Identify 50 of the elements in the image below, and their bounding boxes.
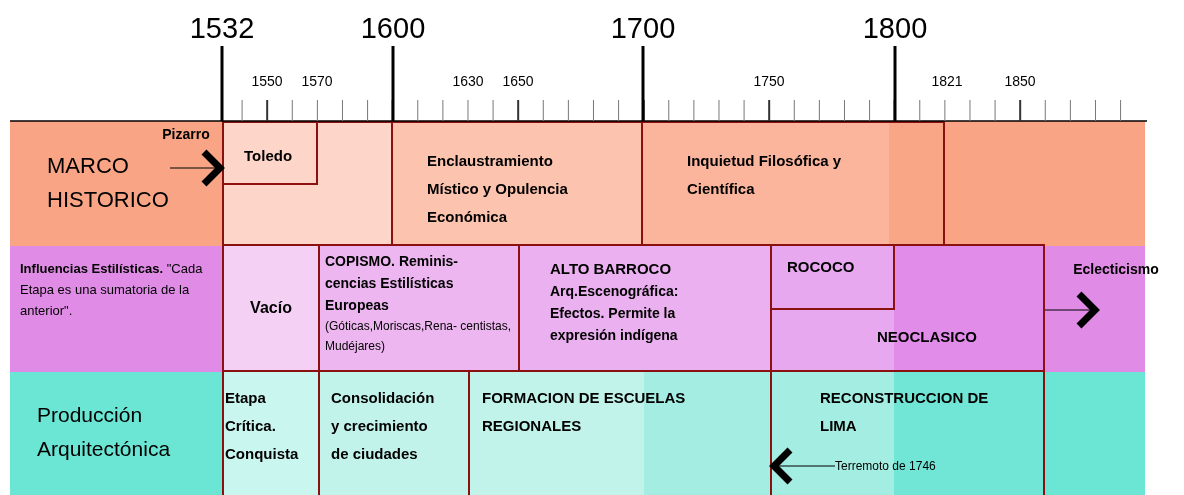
text: FORMACION DE ESCUELAS REGIONALES <box>482 388 687 436</box>
year-label: 1630 <box>452 74 484 88</box>
row-header <box>10 121 222 246</box>
row-header <box>10 246 222 372</box>
period-box <box>641 121 945 246</box>
text: Vacío <box>250 298 292 318</box>
arrow <box>770 446 836 486</box>
text: ROCOCO <box>787 257 856 277</box>
period-box <box>468 370 772 495</box>
text: Enclaustramiento Místico y Opulencia Económica <box>427 151 569 227</box>
row-header <box>10 372 222 495</box>
year-label: 1800 <box>862 14 928 43</box>
period-box <box>770 244 895 310</box>
text: MARCO HISTORICO <box>47 152 170 214</box>
year-label: 1600 <box>360 14 426 43</box>
period-box <box>770 244 1045 372</box>
event-label: Pizarro <box>162 127 210 141</box>
text: Consolidación y crecimiento de ciudades <box>331 388 436 464</box>
period-box <box>222 121 318 185</box>
period-box <box>391 121 643 246</box>
year-label: 1850 <box>1004 74 1036 88</box>
period-box <box>222 244 320 372</box>
year-label: 1570 <box>301 74 333 88</box>
text: RECONSTRUCCION DE LIMA <box>820 388 990 436</box>
text: Arq.Escenográfica: Efectos. Permite la expresión indígena <box>550 282 680 345</box>
period-box <box>222 370 320 495</box>
arrow <box>169 148 224 188</box>
period-box <box>318 370 470 495</box>
year-label: 1550 <box>251 74 283 88</box>
text: Inquietud Filosófica y Científica <box>687 151 843 199</box>
year-label: 1750 <box>753 74 785 88</box>
year-label: 1650 <box>502 74 534 88</box>
text: Toledo <box>244 146 294 166</box>
text: (Góticas,Moriscas,Rena- centistas, Mudéjares) <box>325 318 513 355</box>
text: ALTO BARROCO <box>550 259 673 279</box>
text: Producción Arquitectónica <box>37 402 172 462</box>
text: NEOCLASICO <box>877 327 978 347</box>
year-label: 1700 <box>610 14 676 43</box>
text: COPISMO. Reminis- cencias Estilísticas Europeas <box>325 252 460 315</box>
arrow <box>1044 290 1099 330</box>
text: Terremoto de 1746 <box>835 458 937 475</box>
period-box <box>770 370 1045 495</box>
period-box <box>222 121 393 246</box>
year-label: 1821 <box>931 74 963 88</box>
year-label: 1532 <box>189 14 255 43</box>
period-box <box>518 244 772 372</box>
period-box <box>318 244 520 372</box>
event-label: Eclecticismo <box>1073 262 1159 276</box>
text: Etapa Crítica. Conquista <box>225 388 300 464</box>
text: Influencias Estilísticas. "Cada Etapa es una sumatoria de la anterior". <box>20 260 204 320</box>
